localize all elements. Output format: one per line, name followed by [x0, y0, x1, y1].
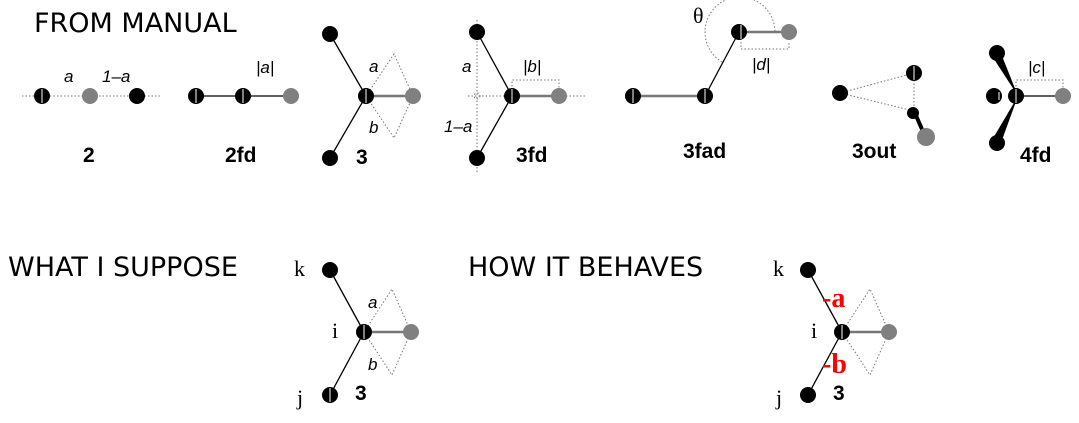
label-3: 3: [356, 146, 368, 169]
diagram-2fd: |a| 2fd: [188, 58, 299, 167]
label-abs-a: |a|: [256, 58, 274, 77]
label-1-minus-a: 1–a: [102, 67, 130, 86]
label-neg-b: -b: [822, 349, 847, 380]
label-abs-b: |b|: [523, 57, 541, 76]
label-1-minus-a: 1–a: [444, 117, 472, 136]
diagram-3fad: θ |d| 3fad: [625, 0, 797, 163]
label-b: b: [369, 118, 378, 137]
label-k: k: [773, 256, 784, 281]
label-theta: θ: [693, 3, 704, 28]
diagram-behaves: k i j -a -b 3: [773, 256, 897, 410]
diagram-3: a b 3: [322, 26, 421, 169]
label-j: j: [775, 385, 782, 410]
label-3out: 3out: [852, 140, 896, 163]
heading-what-i-suppose: WHAT I SUPPOSE: [8, 252, 238, 283]
label-3: 3: [833, 382, 845, 405]
diagram-suppose: k i j a b 3: [294, 256, 419, 410]
label-j: j: [296, 385, 303, 410]
label-4fd: 4fd: [1020, 144, 1052, 167]
label-k: k: [294, 256, 305, 281]
heading-how-it-behaves: HOW IT BEHAVES: [468, 252, 703, 283]
label-i: i: [811, 318, 817, 343]
label-abs-d: |d|: [752, 55, 770, 74]
label-neg-a: -a: [822, 283, 845, 314]
label-3: 3: [355, 382, 367, 405]
label-2: 2: [83, 144, 95, 167]
label-3fd: 3fd: [516, 144, 548, 167]
diagram-3out: 3out: [832, 65, 935, 163]
diagram-2: a 1–a 2: [22, 67, 160, 167]
diagram-4fd: |c| 4fd: [986, 45, 1071, 167]
label-abs-c: |c|: [1028, 58, 1045, 77]
label-3fad: 3fad: [683, 140, 726, 163]
heading-from-manual: FROM MANUAL: [34, 8, 237, 39]
label-2fd: 2fd: [225, 144, 257, 167]
diagram-3fd: a 1–a |b| 3fd: [444, 20, 586, 172]
label-b: b: [368, 355, 377, 374]
label-i: i: [332, 318, 338, 343]
label-a: a: [368, 293, 377, 312]
label-a: a: [462, 57, 471, 76]
label-a: a: [64, 67, 73, 86]
label-a: a: [369, 57, 378, 76]
